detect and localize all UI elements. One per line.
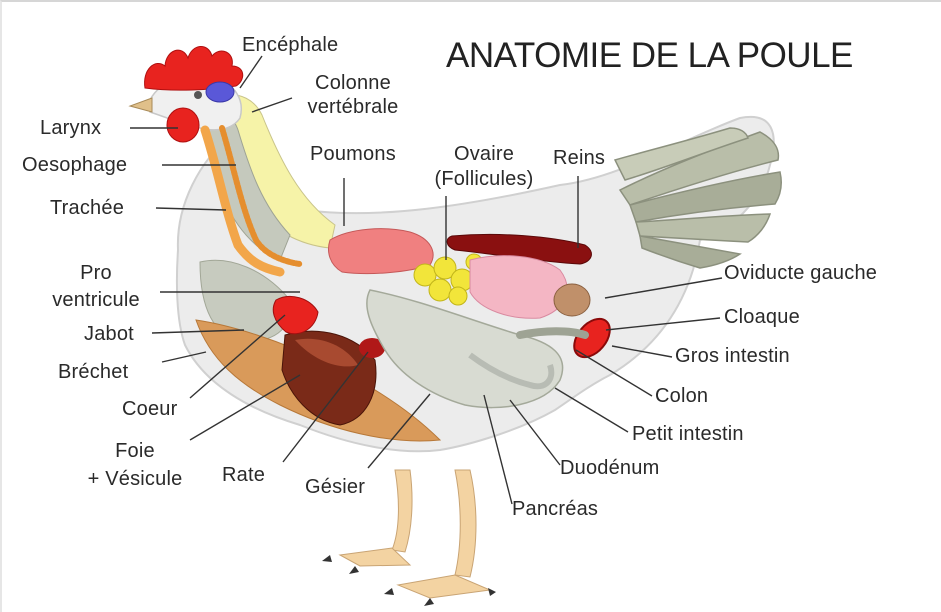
diagram-title: ANATOMIE DE LA POULE	[446, 36, 853, 76]
label-cloaque: Cloaque	[724, 306, 800, 328]
label-poumons: Poumons	[310, 143, 396, 165]
label-oesophage: Oesophage	[22, 154, 127, 176]
label-gros-intestin: Gros intestin	[675, 345, 790, 367]
label-jabot: Jabot	[84, 323, 134, 345]
egg	[554, 284, 590, 316]
label-colonne-2: vertébrale	[298, 96, 408, 118]
label-colonne-1: Colonne	[298, 72, 408, 94]
label-encephale: Encéphale	[242, 34, 338, 56]
label-oviducte: Oviducte gauche	[724, 262, 877, 284]
label-ovaire-2: (Follicules)	[418, 168, 550, 190]
label-foie-1: Foie	[70, 440, 200, 462]
label-proventricule-2: ventricule	[40, 289, 152, 311]
beak	[130, 98, 152, 112]
wattle	[167, 108, 199, 142]
label-gesier: Gésier	[305, 476, 365, 498]
large-intestine	[520, 331, 585, 335]
label-rate: Rate	[222, 464, 265, 486]
label-brechet: Bréchet	[58, 361, 128, 383]
label-larynx: Larynx	[40, 117, 101, 139]
brain	[206, 82, 234, 102]
label-trachee: Trachée	[50, 197, 124, 219]
label-colon: Colon	[655, 385, 708, 407]
eye	[194, 91, 202, 99]
label-petit-intestin: Petit intestin	[632, 423, 744, 445]
label-reins: Reins	[553, 147, 605, 169]
label-foie-2: + Vésicule	[70, 468, 200, 490]
label-pancreas: Pancréas	[512, 498, 598, 520]
label-coeur: Coeur	[122, 398, 177, 420]
label-proventricule-1: Pro	[40, 262, 152, 284]
label-duodenum: Duodénum	[560, 457, 659, 479]
label-ovaire-1: Ovaire	[418, 143, 550, 165]
